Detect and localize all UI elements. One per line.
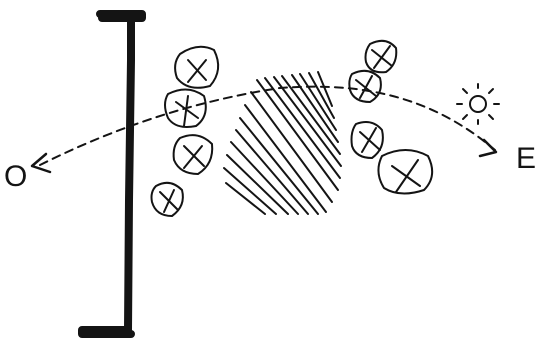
tree-icon: [349, 71, 381, 102]
tree-cluster-left: [152, 47, 219, 216]
tree-icon: [175, 47, 218, 88]
tree-icon: [378, 150, 432, 194]
tree-icon: [352, 122, 383, 158]
tree-icon: [152, 183, 183, 216]
hatched-mass: [224, 72, 341, 214]
label-east: E: [516, 142, 536, 175]
wall-bracket: [82, 14, 142, 334]
tree-icon: [366, 41, 397, 72]
arrow-icon: [32, 154, 50, 172]
label-west: O: [4, 160, 27, 193]
tree-icon: [174, 135, 213, 174]
tree-icon: [165, 89, 206, 127]
tree-cluster-right: [349, 41, 432, 194]
arrow-icon: [480, 140, 496, 156]
sun-icon: [457, 84, 499, 124]
